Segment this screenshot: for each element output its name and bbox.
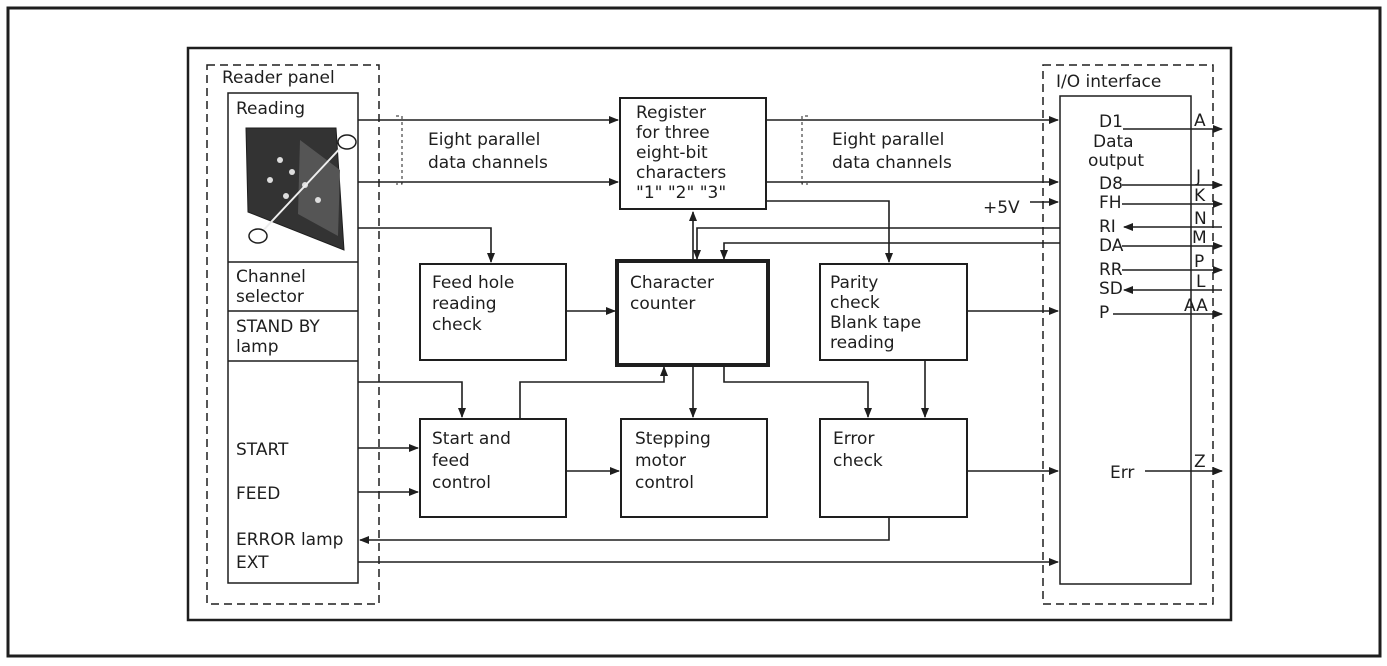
pin-a: A (1194, 111, 1206, 131)
signal-da: DA (1099, 236, 1124, 256)
pin-k: K (1194, 186, 1206, 206)
io-title: I/O interface (1056, 72, 1161, 92)
connections (358, 116, 1060, 566)
reading-label: Reading (236, 99, 305, 119)
register-line5: "1" "2" "3" (636, 183, 726, 203)
left-channels-line2: data channels (428, 153, 548, 173)
io-box (1059, 95, 1192, 585)
pin-n: N (1194, 209, 1207, 229)
ext-label: EXT (236, 553, 269, 573)
register-block (619, 97, 767, 210)
outer-frame (6, 6, 1382, 658)
register-line3: eight-bit (636, 143, 708, 163)
stepping-line3: control (635, 473, 694, 493)
stepping-line2: motor (635, 451, 686, 471)
start-feed-line3: control (432, 473, 491, 493)
pin-aa: AA (1184, 296, 1208, 316)
start-feed-line1: Start and (432, 429, 511, 449)
feed-hole-block (419, 263, 567, 361)
feed-label: FEED (236, 484, 280, 504)
signal-p: P (1099, 303, 1109, 323)
data-output-line1: Data (1093, 132, 1134, 152)
io-dashed-border (1042, 64, 1214, 605)
feed-hole-line1: Feed hole (432, 273, 514, 293)
standby-lamp-line1: STAND BY (236, 317, 320, 337)
register-line4: characters (636, 163, 726, 183)
register-line2: for three (636, 123, 710, 143)
parity-line2: check (830, 293, 880, 313)
parity-line3: Blank tape (830, 313, 921, 333)
stepping-line1: Stepping (635, 429, 711, 449)
char-counter-line2: counter (630, 294, 695, 314)
tape-reader-illustration (245, 127, 357, 251)
channel-selector-line2: selector (236, 287, 304, 307)
plus5v-label: +5V (983, 198, 1020, 218)
stepping-motor-block (620, 418, 768, 518)
signal-rr: RR (1099, 260, 1123, 280)
standby-lamp-line2: lamp (236, 337, 279, 357)
pin-j: J (1195, 167, 1201, 187)
signal-fh: FH (1099, 193, 1122, 213)
pin-p: P (1194, 252, 1204, 272)
reader-panel-dashed-border (206, 64, 380, 605)
parity-line1: Parity (830, 273, 878, 293)
io-interface: I/O interface D1 Data output D8 FH RI DA… (1042, 64, 1223, 605)
reader-panel-box (227, 92, 359, 584)
inner-frame (186, 46, 1233, 622)
feed-hole-line2: reading (432, 294, 497, 314)
error-check-block (819, 418, 968, 518)
signal-d1: D1 (1099, 112, 1123, 132)
start-feed-block (419, 418, 567, 518)
parity-line4: reading (830, 333, 895, 353)
pin-l: L (1196, 272, 1206, 292)
signal-sd: SD (1099, 279, 1123, 299)
start-feed-line2: feed (432, 451, 470, 471)
feed-hole-line3: check (432, 315, 482, 335)
signal-err: Err (1110, 463, 1134, 483)
char-counter-line1: Character (630, 273, 714, 293)
pin-m: M (1192, 228, 1207, 248)
right-channels-line1: Eight parallel (832, 130, 944, 150)
signal-d8: D8 (1099, 174, 1123, 194)
error-check-line1: Error (833, 429, 874, 449)
channel-selector-line1: Channel (236, 267, 306, 287)
parity-block (819, 263, 968, 361)
error-lamp-label: ERROR lamp (236, 530, 343, 550)
reader-panel-title: Reader panel (222, 68, 335, 88)
error-check-line2: check (833, 451, 883, 471)
reader-panel: Reader panel Reading Channel selector ST… (206, 64, 380, 605)
pin-z: Z (1194, 452, 1206, 472)
left-channels-line1: Eight parallel (428, 130, 540, 150)
start-label: START (236, 440, 289, 460)
register-line1: Register (636, 103, 706, 123)
signal-ri: RI (1099, 217, 1116, 237)
data-output-line2: output (1088, 151, 1144, 171)
right-channels-line2: data channels (832, 153, 952, 173)
